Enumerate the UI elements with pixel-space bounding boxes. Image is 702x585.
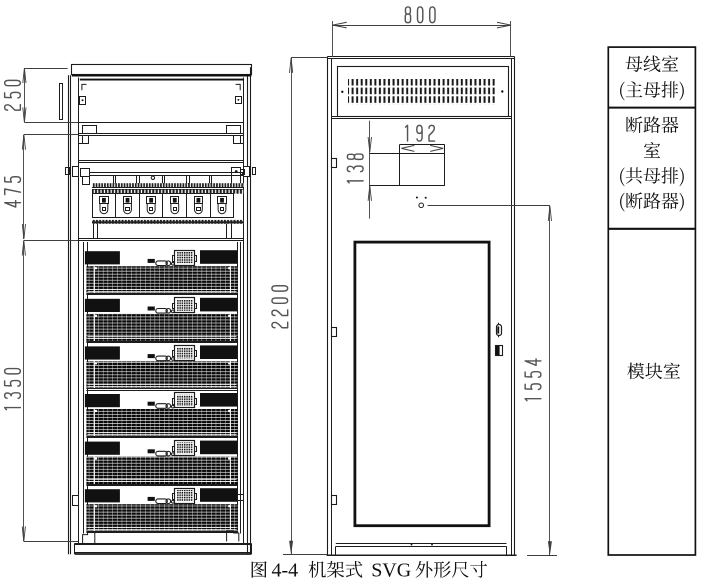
svg-text:SVG: SVG [371, 559, 411, 581]
svg-text:4-4: 4-4 [272, 559, 299, 581]
